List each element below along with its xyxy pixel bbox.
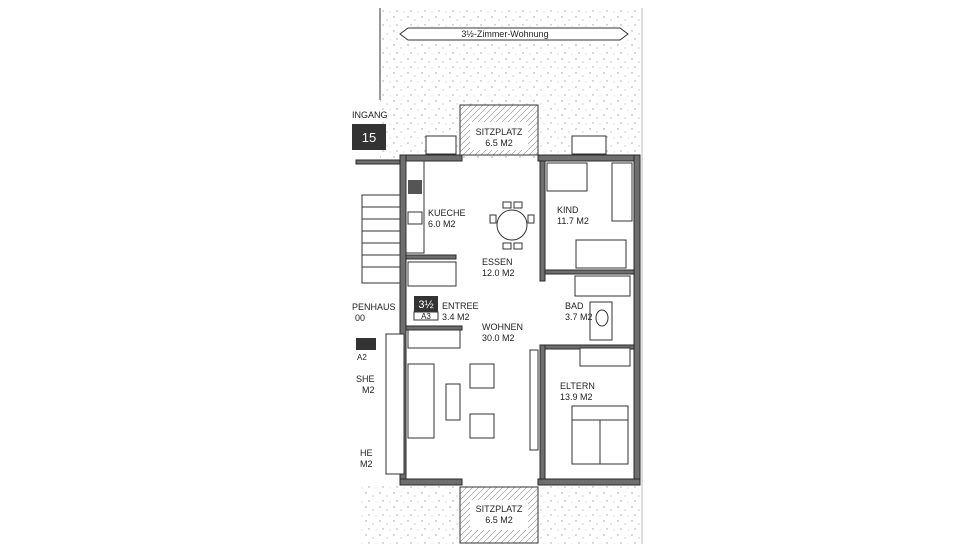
room-name: SITZPLATZ: [476, 504, 523, 514]
room-area: 6.5 M2: [485, 515, 513, 525]
neighbor-stair: PENHAUS: [352, 302, 396, 312]
room-area: 11.7 M2: [557, 216, 589, 226]
room-area: 12.0 M2: [482, 268, 515, 278]
svg-text:M2: M2: [360, 459, 373, 469]
room-area: 13.9 M2: [560, 392, 593, 402]
svg-text:A2: A2: [357, 353, 367, 362]
entrance-label: INGANG: [352, 110, 388, 120]
svg-text:00: 00: [355, 313, 365, 323]
banner-text: 3½-Zimmer-Wohnung: [461, 29, 548, 39]
svg-text:SHE: SHE: [356, 374, 375, 384]
entrance-number: 15: [362, 130, 376, 145]
room-area: 3.4 M2: [442, 312, 470, 322]
room-area: 6.5 M2: [485, 138, 513, 148]
room-name: WOHNEN: [482, 322, 523, 332]
apartment-banner: 3½-Zimmer-Wohnung: [399, 27, 629, 41]
svg-text:HE: HE: [360, 448, 373, 458]
outer-walls: [399, 154, 641, 486]
apartment-badge: 3½ A3: [413, 296, 439, 321]
room-area: 30.0 M2: [482, 333, 515, 343]
living-room-furniture: [385, 333, 539, 475]
svg-text:A3: A3: [421, 312, 431, 321]
room-name: ELTERN: [560, 381, 595, 391]
svg-text:M2: M2: [362, 385, 375, 395]
dining-table: [489, 201, 535, 250]
double-bed: [571, 405, 629, 465]
room-name: KUECHE: [428, 208, 466, 218]
room-name: ESSEN: [482, 257, 513, 267]
entrance-marker: INGANG 15: [352, 110, 388, 150]
room-name: SITZPLATZ: [476, 127, 523, 137]
interior-walls: [405, 160, 635, 480]
svg-text:3½: 3½: [418, 299, 433, 311]
room-name: BAD: [565, 301, 584, 311]
room-area: 6.0 M2: [428, 219, 456, 229]
room-area: 3.7 M2: [565, 312, 593, 322]
room-name: ENTREE: [442, 301, 479, 311]
stairwell: [361, 194, 401, 284]
room-name: KIND: [557, 205, 579, 215]
